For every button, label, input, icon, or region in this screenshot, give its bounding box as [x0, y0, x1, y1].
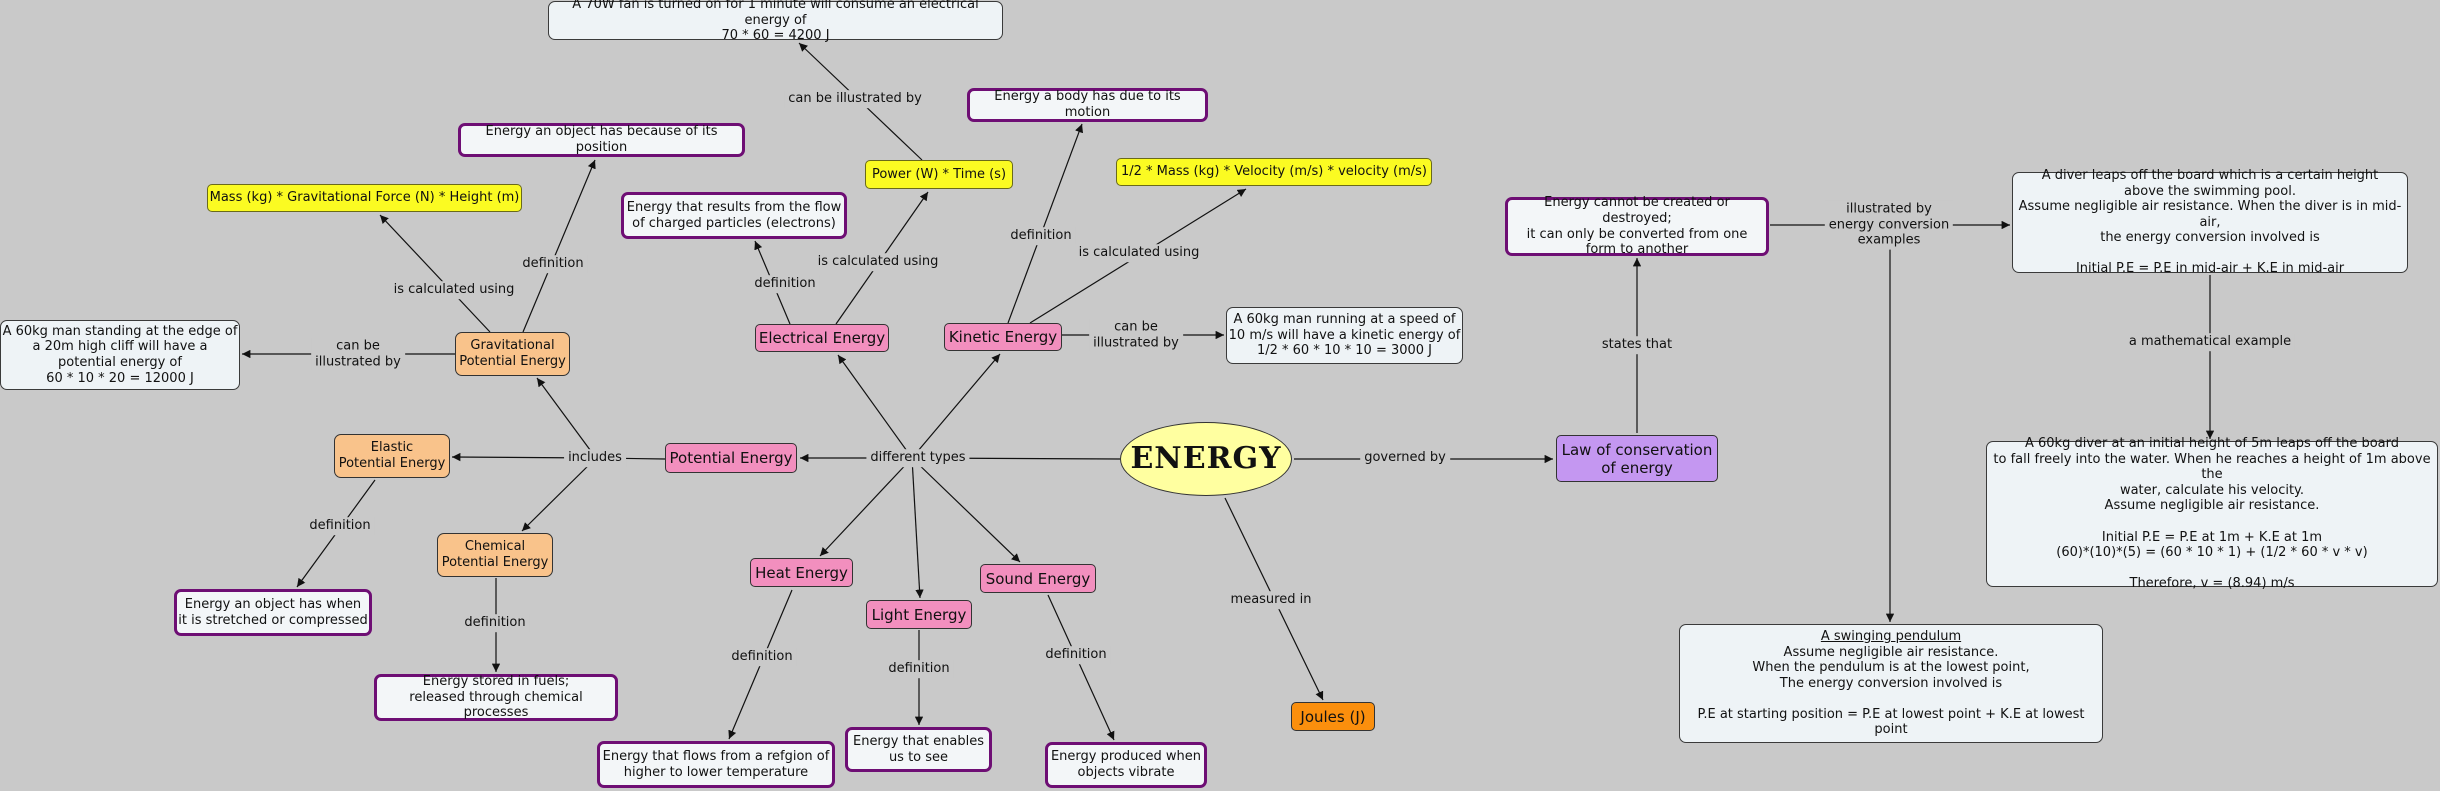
electrical-energy-node[interactable]: Electrical Energy	[755, 324, 889, 352]
gravitational-pe-node[interactable]: Gravitational Potential Energy	[455, 332, 570, 376]
link-elastic-definition: definition	[305, 517, 375, 535]
law-statement-node[interactable]: Energy cannot be created or destroyed; i…	[1505, 195, 1769, 257]
link-includes: includes	[564, 449, 626, 467]
energy-node[interactable]: ENERGY	[1120, 422, 1292, 496]
connector-line	[379, 214, 491, 333]
pendulum-example-node[interactable]: A swinging pendulum Assume negligible ai…	[1679, 624, 2103, 743]
connector-line	[536, 377, 597, 459]
link-kinetic-calculated: is calculated using	[1074, 244, 1204, 262]
connector-line	[521, 457, 597, 532]
connector-line	[522, 159, 596, 333]
link-power-illustrated: can be illustrated by	[784, 90, 926, 108]
grav-formula-node[interactable]: Mass (kg) * Gravitational Force (N) * He…	[207, 184, 522, 212]
grav-example-node[interactable]: A 60kg man standing at the edge of a 20m…	[0, 320, 240, 390]
link-grav-illustrated: can be illustrated by	[311, 337, 405, 371]
link-governed-by: governed by	[1360, 449, 1450, 467]
chemical-definition-node[interactable]: Energy stored in fuels; released through…	[374, 674, 618, 721]
fan-example-node[interactable]: A 70W fan is turned on for 1 minute will…	[548, 0, 1003, 43]
link-sound-definition: definition	[1041, 646, 1111, 664]
elastic-definition-node[interactable]: Energy an object has when it is stretche…	[174, 589, 372, 636]
connector-line	[837, 354, 913, 459]
link-elec-calculated: is calculated using	[813, 253, 943, 271]
link-different-types: different types	[866, 449, 970, 467]
pendulum-body: Assume negligible air resistance. When t…	[1697, 644, 2085, 738]
link-grav-calculated: is calculated using	[389, 281, 519, 299]
heat-definition-node[interactable]: Energy that flows from a refgion of high…	[597, 741, 835, 788]
pendulum-title: A swinging pendulum	[1820, 628, 1962, 644]
link-kinetic-illustrated: can be illustrated by	[1089, 318, 1183, 352]
link-light-definition: definition	[884, 660, 954, 678]
link-measured-in: measured in	[1226, 591, 1316, 609]
kinetic-example-node[interactable]: A 60kg man running at a speed of 10 m/s …	[1226, 307, 1463, 364]
connector-line	[911, 457, 924, 599]
light-energy-node[interactable]: Light Energy	[866, 600, 972, 629]
link-illustrated-by-conversion: illustrated by energy conversion example…	[1824, 200, 1954, 250]
connector-line	[911, 353, 1001, 459]
connector-line	[911, 457, 1021, 563]
diver-example-node[interactable]: A diver leaps off the board which is a c…	[2012, 168, 2408, 276]
link-elec-definition: definition	[750, 275, 820, 293]
link-kinetic-definition: definition	[1006, 227, 1076, 245]
kinetic-formula-node[interactable]: 1/2 * Mass (kg) * Velocity (m/s) * veloc…	[1116, 158, 1432, 186]
heat-energy-node[interactable]: Heat Energy	[750, 558, 853, 587]
diver-math-example-node[interactable]: A 60kg diver at an initial height of 5m …	[1986, 436, 2438, 591]
kinetic-energy-node[interactable]: Kinetic Energy	[944, 323, 1062, 351]
elastic-pe-node[interactable]: Elastic Potential Energy	[334, 434, 450, 478]
chemical-pe-node[interactable]: Chemical Potential Energy	[437, 533, 553, 577]
link-mathematical-example: a mathematical example	[2124, 333, 2296, 351]
sound-definition-node[interactable]: Energy produced when objects vibrate	[1045, 742, 1207, 788]
joules-node[interactable]: Joules (J)	[1291, 702, 1375, 731]
link-chemical-definition: definition	[460, 614, 530, 632]
link-grav-definition: definition	[518, 255, 588, 273]
link-heat-definition: definition	[727, 648, 797, 666]
sound-energy-node[interactable]: Sound Energy	[980, 564, 1096, 593]
link-states-that: states that	[1597, 336, 1677, 354]
power-formula-node[interactable]: Power (W) * Time (s)	[865, 160, 1013, 189]
connector-line	[1047, 594, 1115, 741]
electrical-definition-node[interactable]: Energy that results from the flow of cha…	[621, 192, 847, 239]
kinetic-definition-node[interactable]: Energy a body has due to its motion	[967, 88, 1208, 122]
grav-definition-node[interactable]: Energy an object has because of its posi…	[458, 123, 745, 157]
connector-line	[819, 457, 913, 557]
law-of-conservation-node[interactable]: Law of conservation of energy	[1556, 435, 1718, 482]
connector-line	[1007, 123, 1084, 324]
potential-energy-node[interactable]: Potential Energy	[665, 443, 797, 473]
light-definition-node[interactable]: Energy that enables us to see	[845, 727, 992, 772]
